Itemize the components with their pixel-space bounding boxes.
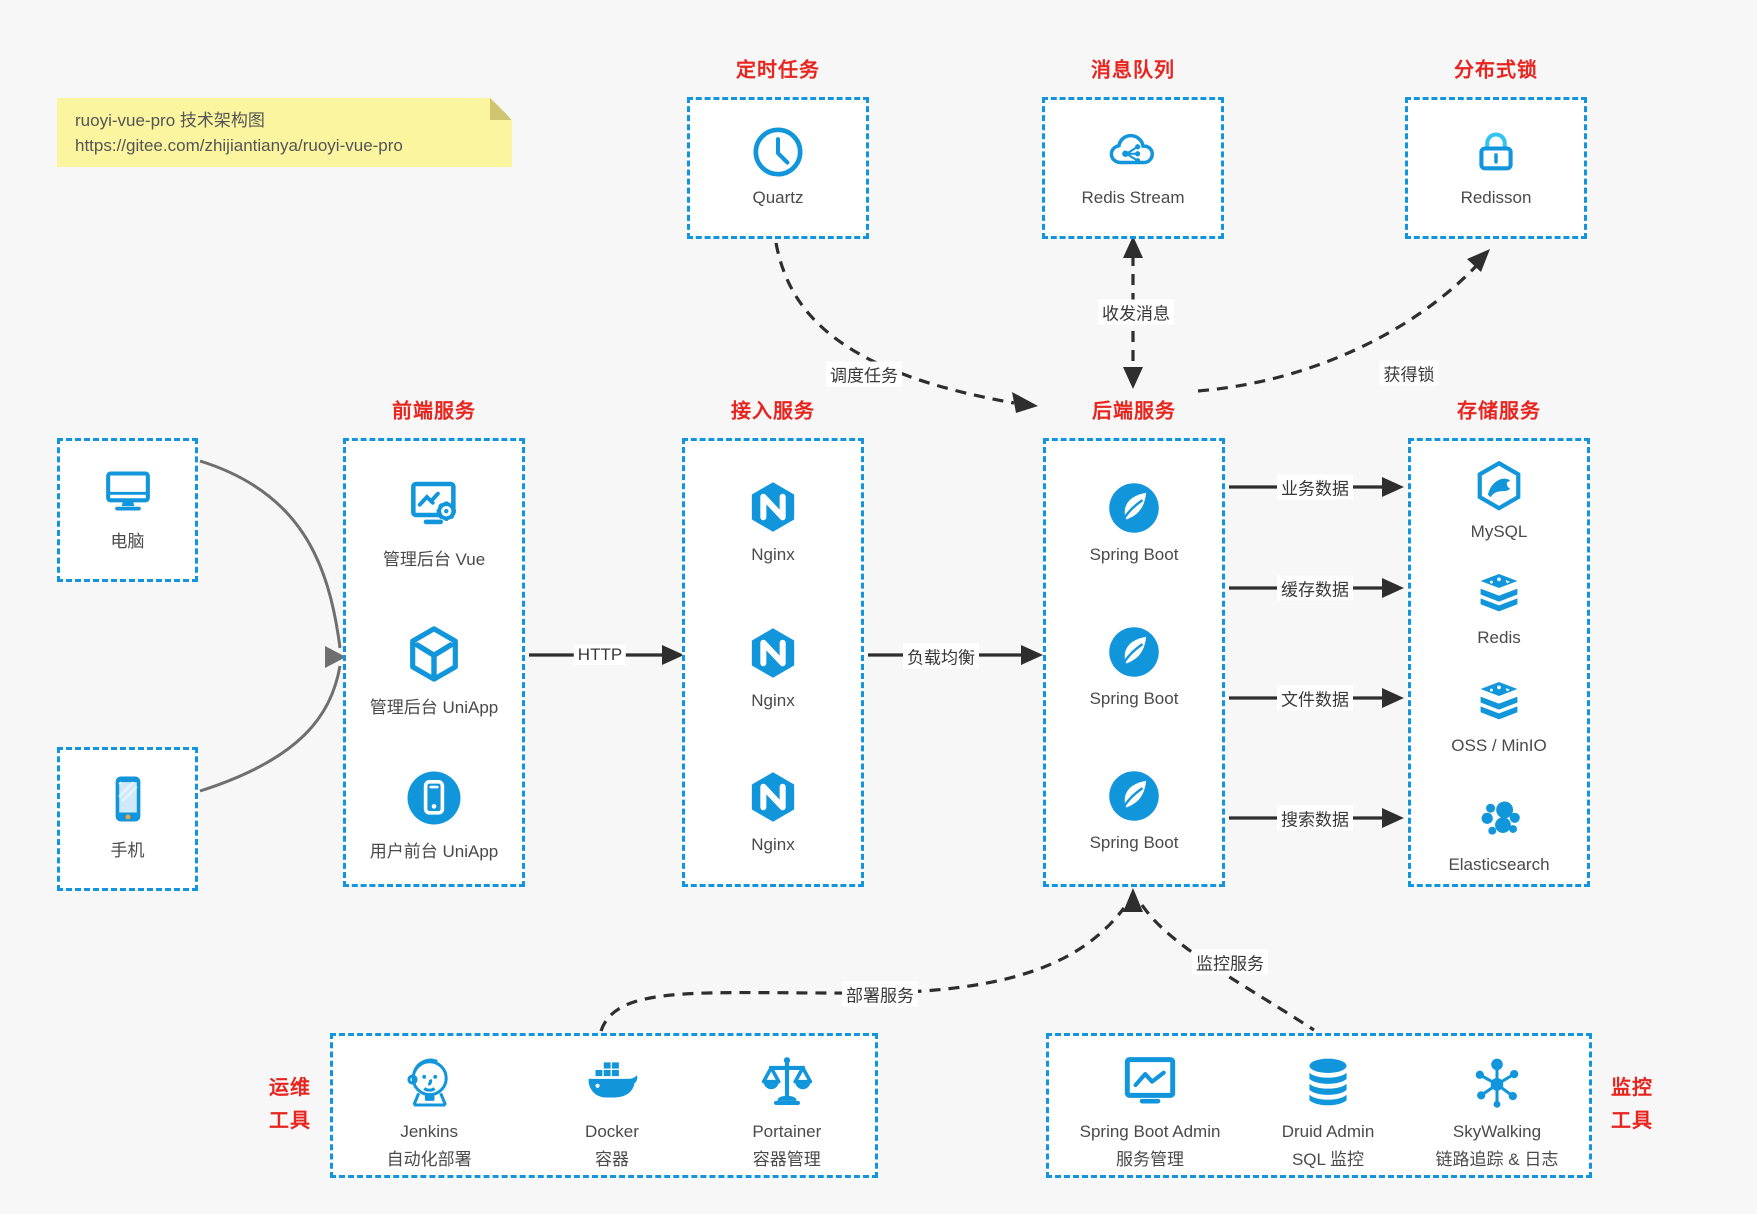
item-label: Spring Boot [1089, 689, 1179, 708]
item-sublabel: 自动化部署 [386, 1150, 472, 1169]
item-label: Redisson [1460, 188, 1532, 207]
item-label: 电脑 [110, 532, 145, 551]
group-title-scheduled-tasks: 定时任务 [736, 59, 820, 82]
spring-boot-icon [1109, 771, 1159, 821]
item-sublabel: 容器管理 [752, 1150, 821, 1169]
redis-stack-icon [1480, 573, 1518, 612]
ops-tools-box: Jenkins 自动化部署 Docker 容器 [330, 1033, 878, 1178]
item-label: MySQL [1470, 522, 1528, 541]
item-label: Spring Boot [1089, 833, 1179, 852]
item-sublabel: 链路追踪 & 日志 [1435, 1150, 1559, 1169]
redis-stack-icon [1480, 681, 1518, 720]
skywalking-icon [1475, 1058, 1519, 1108]
portainer-icon [761, 1057, 812, 1105]
item-label: Redis [1477, 628, 1521, 647]
edge-label-deploy: 部署服务 [842, 981, 918, 1007]
spring-boot-icon [1109, 627, 1159, 677]
spring-boot-admin-icon [1124, 1057, 1176, 1104]
monitor-tools-title: 监控 工具 [1611, 1077, 1653, 1132]
item-label: 用户前台 UniApp [369, 842, 499, 861]
item-label: SkyWalking [1452, 1122, 1542, 1141]
edge-label-file-data: 文件数据 [1277, 685, 1353, 711]
item-label: 手机 [110, 841, 145, 860]
item-label: 管理后台 UniApp [369, 698, 499, 717]
group-title-access: 接入服务 [731, 400, 815, 423]
docker-icon [588, 1062, 638, 1098]
item-label: Jenkins [400, 1122, 458, 1141]
item-label: Docker [585, 1122, 639, 1141]
item-label: Nginx [751, 691, 795, 710]
nginx-icon [751, 482, 795, 532]
phone-icon [115, 776, 140, 822]
group-title-distributed-lock: 分布式锁 [1454, 59, 1538, 82]
item-label: Spring Boot Admin [1079, 1122, 1221, 1141]
backend-services-box: Spring Boot Spring Boot Spring Boot [1043, 438, 1225, 887]
group-title-storage: 存储服务 [1457, 400, 1541, 423]
item-sublabel: 容器 [594, 1150, 629, 1169]
monitor-item-druid: Druid Admin SQL 监控 [1281, 1050, 1375, 1170]
access-services-box: Nginx Nginx Nginx [682, 438, 864, 887]
edge-label-search-data: 搜索数据 [1277, 805, 1353, 831]
elasticsearch-icon [1481, 801, 1520, 835]
item-label: 管理后台 Vue [382, 550, 486, 569]
item-label: Redis Stream [1081, 188, 1185, 207]
edge-label-http: HTTP [573, 645, 627, 665]
nginx-icon [751, 628, 795, 678]
cloud-stream-icon [1109, 133, 1155, 165]
item-label: Spring Boot [1089, 545, 1179, 564]
ops-item-docker: Docker 容器 [579, 1050, 645, 1170]
item-label: Nginx [751, 545, 795, 564]
item-label: Quartz [752, 188, 804, 207]
monitor-item-skywalking: SkyWalking 链路追踪 & 日志 [1435, 1050, 1559, 1170]
monitor-tools-box: Spring Boot Admin 服务管理 Druid Admin SQL 监… [1046, 1033, 1592, 1178]
group-title-backend: 后端服务 [1092, 400, 1176, 423]
redisson-box: Redisson [1405, 97, 1587, 239]
nginx-icon [751, 772, 795, 822]
desktop-icon [105, 471, 150, 511]
edge-deploy-curve [599, 907, 1126, 1032]
user-app-icon [407, 771, 461, 825]
group-title-message-queue: 消息队列 [1091, 59, 1175, 82]
ops-item-jenkins: Jenkins 自动化部署 [387, 1050, 472, 1170]
edge-label-schedule: 调度任务 [826, 361, 902, 387]
item-label: Druid Admin [1281, 1122, 1375, 1141]
mobile-client-box: 手机 [57, 747, 198, 891]
item-sublabel: SQL 监控 [1291, 1150, 1365, 1169]
sticky-note: ruoyi-vue-pro 技术架构图 https://gitee.com/zh… [57, 98, 512, 167]
group-title-frontend: 前端服务 [392, 400, 476, 423]
ops-item-portainer: Portainer 容器管理 [752, 1050, 821, 1170]
item-label: Nginx [751, 835, 795, 854]
edge-label-cache-data: 缓存数据 [1277, 575, 1353, 601]
client-curves [199, 459, 342, 793]
share-nodes [1122, 144, 1141, 164]
edge-label-load-balance: 负载均衡 [903, 643, 979, 669]
ops-tools-title: 运维 工具 [269, 1077, 311, 1132]
item-label: Elasticsearch [1448, 855, 1550, 874]
frontend-services-box: 管理后台 Vue 管理后台 UniApp 用户前台 UniApp [343, 438, 525, 887]
lock-icon [1479, 132, 1513, 171]
pc-client-box: 电脑 [57, 438, 198, 582]
edge-label-biz-data: 业务数据 [1277, 474, 1353, 500]
clock-icon [753, 127, 803, 177]
mysql-icon [1477, 460, 1521, 511]
item-sublabel: 服务管理 [1116, 1150, 1185, 1169]
note-title: ruoyi-vue-pro 技术架构图 [75, 111, 265, 130]
edge-label-message: 收发消息 [1098, 299, 1174, 325]
edge-label-monitor: 监控服务 [1192, 949, 1268, 975]
monitor-item-spring-boot-admin: Spring Boot Admin 服务管理 [1079, 1050, 1221, 1170]
druid-icon [1309, 1058, 1347, 1106]
quartz-box: Quartz [687, 97, 869, 239]
sticky-note-fold [490, 98, 512, 120]
uniapp-cube-icon [410, 626, 458, 682]
gear [436, 501, 456, 521]
admin-vue-icon [411, 481, 456, 525]
item-label: OSS / MinIO [1451, 736, 1547, 755]
item-label: Portainer [752, 1122, 822, 1141]
spring-boot-icon [1109, 483, 1159, 533]
redis-stream-box: Redis Stream [1042, 97, 1224, 239]
jenkins-icon [407, 1058, 448, 1107]
note-url: https://gitee.com/zhijiantianya/ruoyi-vu… [75, 136, 403, 155]
storage-services-box: MySQL Redis OSS / MinIO [1408, 438, 1590, 887]
edge-label-lock: 获得锁 [1379, 360, 1439, 386]
